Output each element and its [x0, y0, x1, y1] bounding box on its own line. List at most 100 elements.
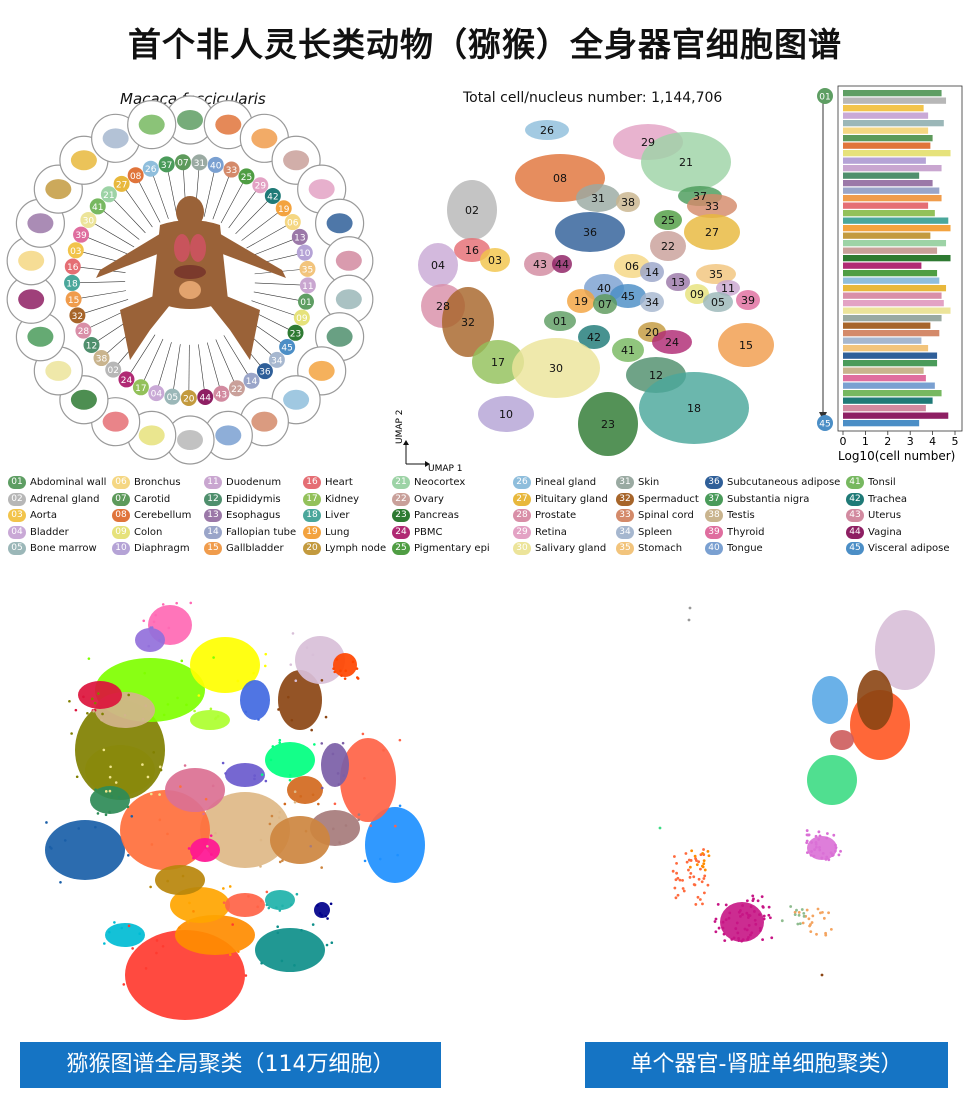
organ-badge-label: 01: [300, 298, 311, 308]
legend-label: Salivary gland: [535, 543, 607, 554]
umap-cluster: [333, 653, 357, 677]
umap-point: [130, 814, 134, 818]
legend-label: Pituitary gland: [535, 493, 608, 505]
umap-point: [222, 901, 226, 904]
umap-point: [702, 848, 705, 851]
umap-cluster: [544, 311, 576, 331]
organ-icon: [70, 389, 97, 410]
monkey-lung-right: [190, 234, 206, 262]
organ-badge-label: 05: [167, 393, 178, 403]
umap-point: [339, 669, 342, 673]
umap-point: [318, 912, 322, 915]
bar: [843, 397, 933, 404]
organ-badge-label: 23: [290, 329, 301, 339]
organ-badge-label: 33: [226, 166, 237, 176]
umap-point: [806, 833, 810, 837]
legend-label: Ovary: [414, 493, 444, 505]
umap-point: [256, 905, 259, 909]
organ-badge: [73, 226, 90, 243]
umap-point: [343, 677, 347, 680]
umap-point: [690, 849, 694, 853]
organ-badge: [158, 156, 175, 173]
umap-point: [149, 885, 152, 889]
umap-point: [721, 926, 725, 930]
organ-badge: [275, 200, 292, 217]
umap-point: [673, 886, 677, 890]
umap-cluster: [90, 786, 130, 814]
umap-point: [281, 904, 284, 908]
legend-badge: 19: [303, 525, 321, 539]
organ-badge-label: 39: [75, 231, 87, 241]
umap-point: [770, 936, 774, 940]
organ-badge: [299, 277, 316, 294]
umap-point: [293, 790, 297, 793]
umap-point: [209, 834, 213, 837]
bar: [843, 120, 944, 127]
umap-x-arrow: [425, 461, 430, 467]
legend-badge: 05: [8, 542, 26, 555]
umap-cluster: [652, 330, 692, 354]
legend-badge: 42: [846, 492, 864, 506]
umap-point: [87, 657, 91, 660]
bar: [843, 97, 947, 104]
organ-pointer: [203, 164, 217, 217]
umap-point: [176, 696, 179, 700]
umap-point: [104, 790, 108, 793]
umap-point: [329, 902, 333, 906]
umap-cluster: [576, 184, 620, 212]
umap-cluster-label: 01: [553, 315, 567, 328]
organ-pointer: [126, 334, 156, 380]
organ-icon: [45, 360, 72, 381]
umap-cluster: [641, 132, 731, 192]
organ-badge: [118, 371, 135, 388]
organ-badge: [100, 186, 117, 203]
umap-point: [231, 923, 234, 926]
umap-point: [70, 732, 73, 735]
umap-point: [805, 908, 809, 912]
bar: [843, 172, 920, 179]
umap-cluster-label: 43: [533, 258, 547, 271]
umap-point: [94, 788, 97, 791]
umap-point: [706, 883, 710, 887]
umap-point: [224, 772, 227, 775]
umap-point: [817, 837, 821, 841]
umap-point: [675, 871, 679, 875]
bar-frame: [837, 85, 963, 432]
umap-point: [674, 878, 678, 882]
umap-point: [166, 703, 170, 706]
legend-badge: 20: [303, 542, 321, 555]
umap-point: [693, 883, 697, 887]
umap-point: [158, 765, 162, 769]
umap-point: [317, 802, 320, 806]
umap-point: [658, 826, 662, 830]
legend-badge: 33: [616, 509, 634, 522]
umap-point: [721, 920, 725, 924]
umap-point: [817, 830, 821, 834]
organ-pointer: [108, 194, 146, 234]
organ-pointer: [220, 176, 247, 224]
umap-point: [727, 916, 731, 920]
umap-point: [299, 795, 303, 798]
umap-point: [146, 775, 150, 779]
bar: [843, 165, 942, 172]
umap-point: [807, 917, 811, 921]
bar: [843, 307, 951, 314]
umap-point: [801, 921, 805, 925]
organ-icon: [70, 150, 97, 171]
umap-point: [685, 860, 689, 864]
umap-point: [161, 603, 165, 606]
umap-point: [797, 911, 801, 914]
legend-badge: 39: [705, 525, 723, 539]
legend-badge: 14: [204, 525, 222, 539]
umap-point: [688, 606, 692, 610]
umap-point: [126, 854, 130, 857]
umap-cluster-label: 05: [711, 296, 725, 309]
organ-pointer: [188, 344, 190, 398]
umap-point: [324, 914, 328, 918]
organ-badge: [191, 154, 208, 171]
umap-point: [798, 922, 802, 926]
umap-point: [265, 903, 269, 907]
